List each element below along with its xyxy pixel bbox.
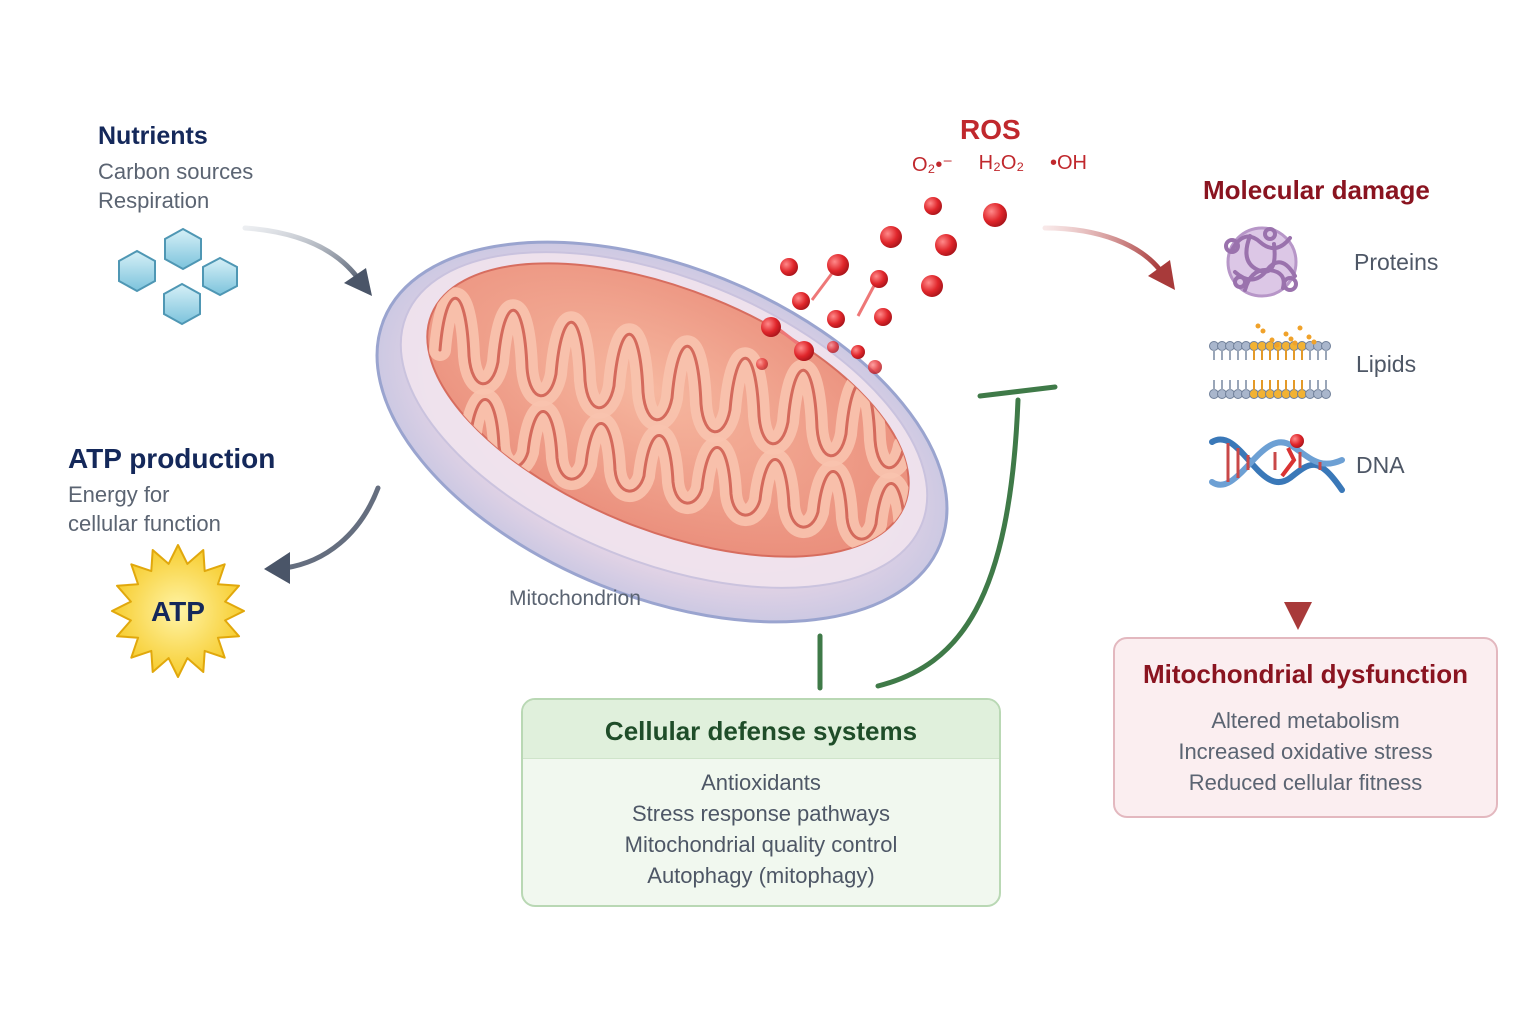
nutrients-title: Nutrients [98, 122, 208, 150]
ros-title: ROS [960, 114, 1021, 145]
defense-line: Antioxidants [701, 770, 821, 795]
defense-line: Autophagy (mitophagy) [647, 863, 875, 888]
ros-species-peroxide: H₂O₂ [978, 152, 1025, 174]
atp-line: cellular function [68, 511, 221, 536]
defense-line: Mitochondrial quality control [624, 832, 898, 857]
damage-item-dna: DNA [1356, 452, 1405, 478]
dysfunction-title: Mitochondrial dysfunction [1143, 659, 1468, 689]
mitochondrion-label: Mitochondrion [509, 587, 641, 610]
dysfunction-list: Altered metabolism Increased oxidative s… [1115, 705, 1496, 798]
atp-output-arrow [264, 485, 381, 584]
damage-arrow [1042, 225, 1175, 290]
nutrients-line: Carbon sources [98, 159, 254, 184]
damage-item-lipids: Lipids [1356, 351, 1417, 377]
defense-line: Stress response pathways [631, 801, 891, 826]
defense-title: Cellular defense systems [604, 716, 918, 746]
damage-item-proteins: Proteins [1354, 249, 1439, 275]
nutrients-line: Respiration [98, 188, 210, 213]
nutrient-uptake-arrow [242, 225, 372, 296]
dysfunction-box: Mitochondrial dysfunction Altered metabo… [1113, 637, 1498, 818]
nutrients-description: Carbon sources Respiration [98, 157, 253, 215]
atp-starburst-icon [111, 544, 245, 678]
glucose-hexagons-icon [118, 227, 238, 326]
dna-helix-icon [1209, 434, 1345, 493]
ros-species-hydroxyl: •OH [1049, 152, 1087, 174]
ros-species: O₂•⁻ H₂O₂ •OH [912, 152, 1087, 177]
protein-icon [1224, 226, 1298, 298]
lipid-bilayer-icon [1209, 323, 1331, 399]
mitochondrion-icon [375, 240, 949, 624]
atp-badge: ATP [151, 596, 205, 627]
atp-title: ATP production [68, 443, 276, 474]
defense-box: Cellular defense systems Antioxidants St… [521, 698, 1001, 907]
dysfunction-line: Increased oxidative stress [1178, 739, 1433, 764]
atp-description: Energy for cellular function [68, 480, 221, 538]
dysfunction-arrow [1284, 522, 1312, 630]
dysfunction-line: Altered metabolism [1211, 708, 1400, 733]
ros-molecules-icon [756, 197, 1007, 374]
damage-title: Molecular damage [1203, 175, 1430, 205]
dysfunction-line: Reduced cellular fitness [1188, 770, 1423, 795]
atp-line: Energy for [68, 482, 170, 507]
inhibition-arrow [817, 384, 1058, 691]
ros-species-superoxide: O₂•⁻ [912, 154, 953, 176]
defense-list: Antioxidants Stress response pathways Mi… [523, 767, 999, 891]
defense-header: Cellular defense systems [523, 700, 999, 759]
